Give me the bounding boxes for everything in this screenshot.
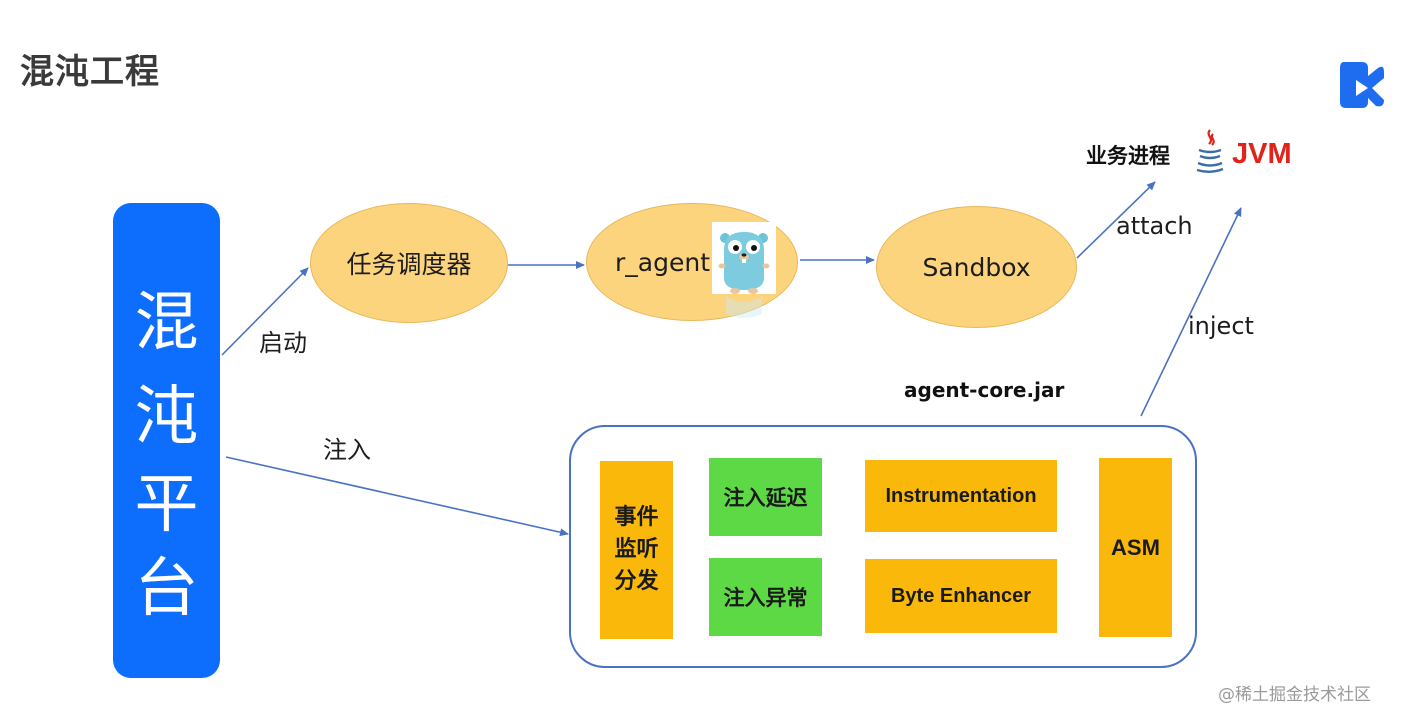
sandbox-node: Sandbox [876, 206, 1077, 328]
inject-delay-module: 注入延迟 [709, 458, 822, 536]
business-process-label: 业务进程 [1086, 144, 1170, 168]
go-gopher-icon [712, 222, 776, 318]
platform-char: 台 [134, 552, 199, 626]
platform-char: 沌 [134, 380, 199, 454]
chaos-platform-bar: 混 沌 平 台 [113, 203, 220, 678]
jvm-label: JVM [1232, 138, 1292, 170]
arrow-platform-inject [225, 456, 569, 537]
brand-logo-icon [1340, 62, 1384, 108]
edge-label-attach: attach [1116, 212, 1193, 240]
instrumentation-module: Instrumentation [865, 460, 1057, 532]
platform-char: 混 [134, 286, 199, 360]
edge-label-start: 启动 [259, 329, 307, 357]
watermark: @稀土掘金技术社区 [1218, 685, 1371, 705]
event-dispatch-module: 事件 监听 分发 [600, 461, 673, 639]
asm-module: ASM [1099, 458, 1172, 637]
edge-label-inject: inject [1188, 312, 1254, 340]
task-scheduler-node: 任务调度器 [310, 203, 508, 323]
inject-exception-module: 注入异常 [709, 558, 822, 636]
r-agent-label: r_agent [615, 247, 710, 277]
byte-enhancer-module: Byte Enhancer [865, 559, 1057, 633]
java-icon [1196, 129, 1224, 173]
page-title: 混沌工程 [20, 52, 160, 92]
agent-core-label: agent-core.jar [904, 378, 1065, 402]
platform-char: 平 [134, 468, 199, 542]
edge-label-inject-cn: 注入 [323, 436, 371, 464]
